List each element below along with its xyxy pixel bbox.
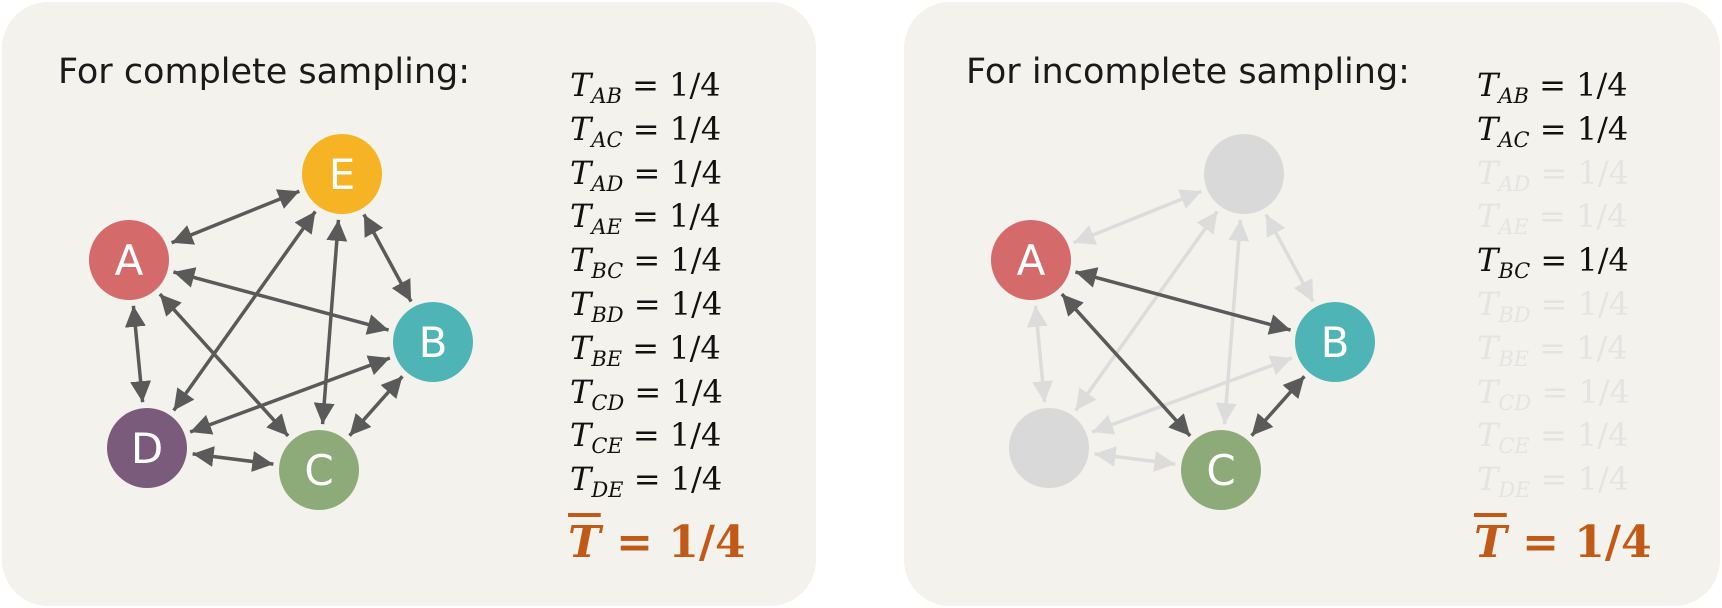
edge-ab [172, 267, 390, 335]
term-ad: TAD = 1/4 [570, 153, 723, 196]
edge-de [1074, 210, 1219, 412]
average-term: T = 1/4 [1474, 517, 1652, 568]
node-label: B [419, 318, 448, 367]
node-c: C [1181, 430, 1261, 510]
sampling-network-graph: A B C D E [89, 134, 473, 510]
edge-de [172, 210, 317, 412]
term-be: TBE = 1/4 [1477, 328, 1628, 371]
node-e [1204, 134, 1284, 214]
pairwise-term-list: TAB = 1/4 TAC = 1/4 TAD = 1/4 TAE = 1/4 … [1477, 64, 1630, 502]
node-circle [991, 220, 1071, 300]
edge-cd [1094, 446, 1176, 472]
term-de: TDE = 1/4 [1477, 460, 1630, 503]
term-ab: TAB = 1/4 [1477, 66, 1628, 108]
node-b: B [1295, 302, 1375, 382]
term-bc: TBC = 1/4 [1477, 241, 1629, 284]
panel-heading: For incomplete sampling: [966, 52, 1410, 92]
node-circle [1009, 408, 1089, 488]
term-ad: TAD = 1/4 [1477, 153, 1630, 196]
node-label: E [329, 150, 356, 199]
node-d: D [107, 408, 187, 488]
node-a: A [89, 220, 169, 300]
term-de: TDE = 1/4 [570, 460, 723, 503]
edge-bc [348, 375, 404, 437]
complete-sampling-panel: For complete sampling: A B C D E TAB = 1/4 T… [2, 2, 816, 606]
term-be: TBE = 1/4 [570, 328, 721, 371]
node-d [1009, 408, 1089, 488]
edge-ac [158, 292, 290, 438]
term-ce: TCE = 1/4 [570, 416, 722, 459]
edge-be [362, 213, 413, 303]
edge-ac [1060, 292, 1192, 438]
node-circle [1295, 302, 1375, 382]
node-b: B [393, 302, 473, 382]
term-bc: TBC = 1/4 [570, 241, 722, 284]
node-label: C [304, 446, 333, 495]
term-cd: TCD = 1/4 [570, 372, 723, 415]
node-c: C [279, 430, 359, 510]
term-ac: TAC = 1/4 [570, 109, 722, 152]
term-ce: TCE = 1/4 [1477, 416, 1629, 459]
node-label: C [1206, 446, 1235, 495]
edge-ce [313, 219, 348, 425]
edge-ad [1026, 305, 1054, 403]
node-circle [279, 430, 359, 510]
node-label: B [1321, 318, 1350, 367]
edge-bd [189, 355, 391, 435]
node-circle [1181, 430, 1261, 510]
edge-be [1264, 213, 1315, 303]
node-circle [89, 220, 169, 300]
node-circle [302, 134, 382, 214]
panel-heading: For complete sampling: [58, 52, 471, 92]
node-a: A [991, 220, 1071, 300]
term-cd: TCD = 1/4 [1477, 372, 1630, 415]
term-bd: TBD = 1/4 [1477, 284, 1630, 327]
node-label: D [131, 424, 163, 473]
node-e: E [302, 134, 382, 214]
node-label: A [115, 236, 144, 285]
term-bd: TBD = 1/4 [570, 284, 723, 327]
incomplete-sampling-panel: For incomplete sampling: A B C TAB = 1/4 T… [904, 2, 1720, 606]
sampling-network-graph: A B C [991, 134, 1375, 510]
edge-bd [1091, 355, 1293, 435]
edge-ae [1072, 189, 1203, 245]
edge-ce [1215, 219, 1250, 425]
edge-cd [192, 446, 274, 472]
pairwise-term-list: TAB = 1/4 TAC = 1/4 TAD = 1/4 TAE = 1/4 … [570, 64, 723, 502]
average-term: T = 1/4 [568, 517, 746, 568]
term-ac: TAC = 1/4 [1477, 109, 1629, 152]
node-label: A [1017, 236, 1046, 285]
term-ab: TAB = 1/4 [570, 66, 721, 108]
term-ae: TAE = 1/4 [1477, 197, 1628, 240]
term-ae: TAE = 1/4 [570, 197, 721, 240]
edge-bc [1250, 375, 1306, 437]
node-circle [1204, 134, 1284, 214]
edge-ad [124, 305, 152, 403]
edge-ae [170, 189, 301, 245]
node-circle [393, 302, 473, 382]
node-circle [107, 408, 187, 488]
edge-ab [1074, 267, 1292, 335]
